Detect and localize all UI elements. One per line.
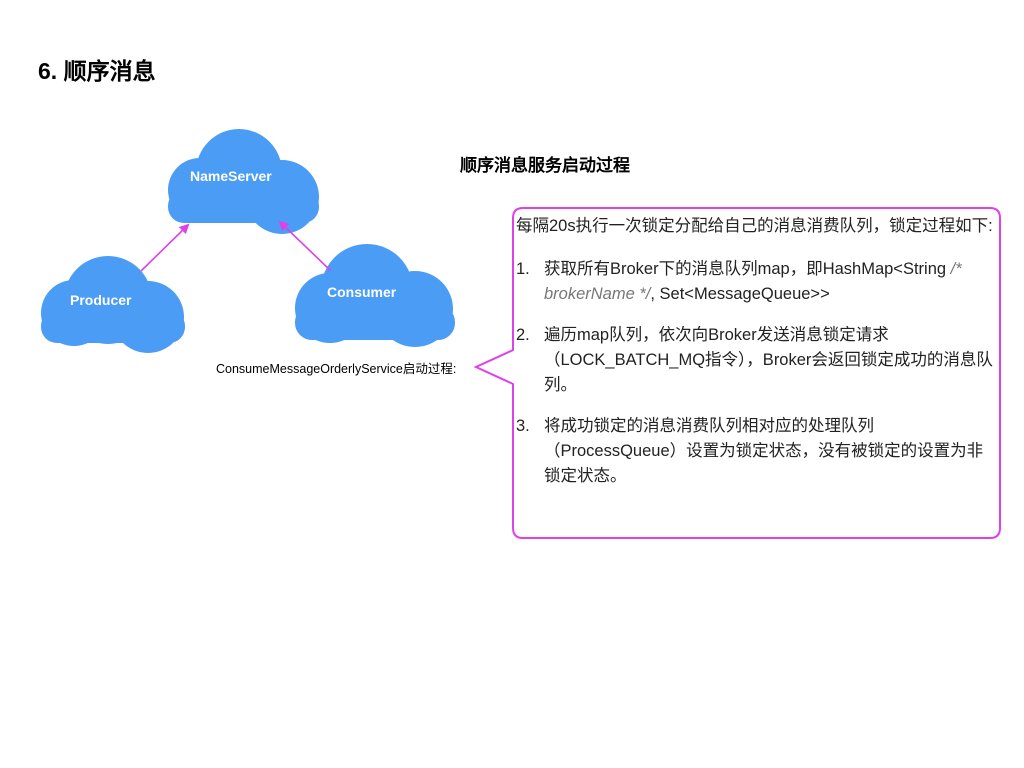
- step-text-after: , Set<MessageQueue>>: [650, 285, 830, 303]
- step-number: 3.: [516, 417, 530, 435]
- step-item: 3. 将成功锁定的消息消费队列相对应的处理队列（ProcessQueue）设置为…: [516, 414, 994, 489]
- callout-box: [473, 207, 1001, 539]
- step-item: 2. 遍历map队列，依次向Broker发送消息锁定请求（LOCK_BATCH_…: [516, 323, 994, 398]
- step-number: 2.: [516, 326, 530, 344]
- step-text: 获取所有Broker下的消息队列map，即HashMap<String /* b…: [544, 257, 994, 307]
- nameserver-label: NameServer: [190, 168, 272, 184]
- steps-list: 1. 获取所有Broker下的消息队列map，即HashMap<String /…: [516, 257, 994, 489]
- callout-intro: 每隔20s执行一次锁定分配给自己的消息消费队列，锁定过程如下:: [516, 217, 993, 235]
- step-number: 1.: [516, 260, 530, 278]
- nameserver-cloud: [168, 129, 319, 234]
- page-title: 6. 顺序消息: [38, 58, 156, 84]
- step-item: 1. 获取所有Broker下的消息队列map，即HashMap<String /…: [516, 257, 994, 307]
- callout-content: 每隔20s执行一次锁定分配给自己的消息消费队列，锁定过程如下: 1. 获取所有B…: [516, 214, 994, 505]
- producer-to-nameserver-arrow: [140, 223, 190, 272]
- consumer-cloud: [295, 244, 455, 347]
- producer-cloud: [41, 256, 185, 353]
- step-text-before: 获取所有Broker下的消息队列map，即HashMap<String: [544, 260, 951, 278]
- producer-label: Producer: [70, 292, 132, 308]
- callout-label: ConsumeMessageOrderlyService启动过程:: [216, 362, 457, 376]
- step-text: 遍历map队列，依次向Broker发送消息锁定请求（LOCK_BATCH_MQ指…: [544, 326, 993, 394]
- consumer-to-nameserver-arrow: [278, 220, 332, 272]
- consumer-label: Consumer: [327, 284, 397, 300]
- broker-name-comment: /* brokerName */: [544, 260, 962, 303]
- section-heading: 顺序消息服务启动过程: [460, 156, 630, 175]
- step-text: 将成功锁定的消息消费队列相对应的处理队列（ProcessQueue）设置为锁定状…: [544, 417, 984, 485]
